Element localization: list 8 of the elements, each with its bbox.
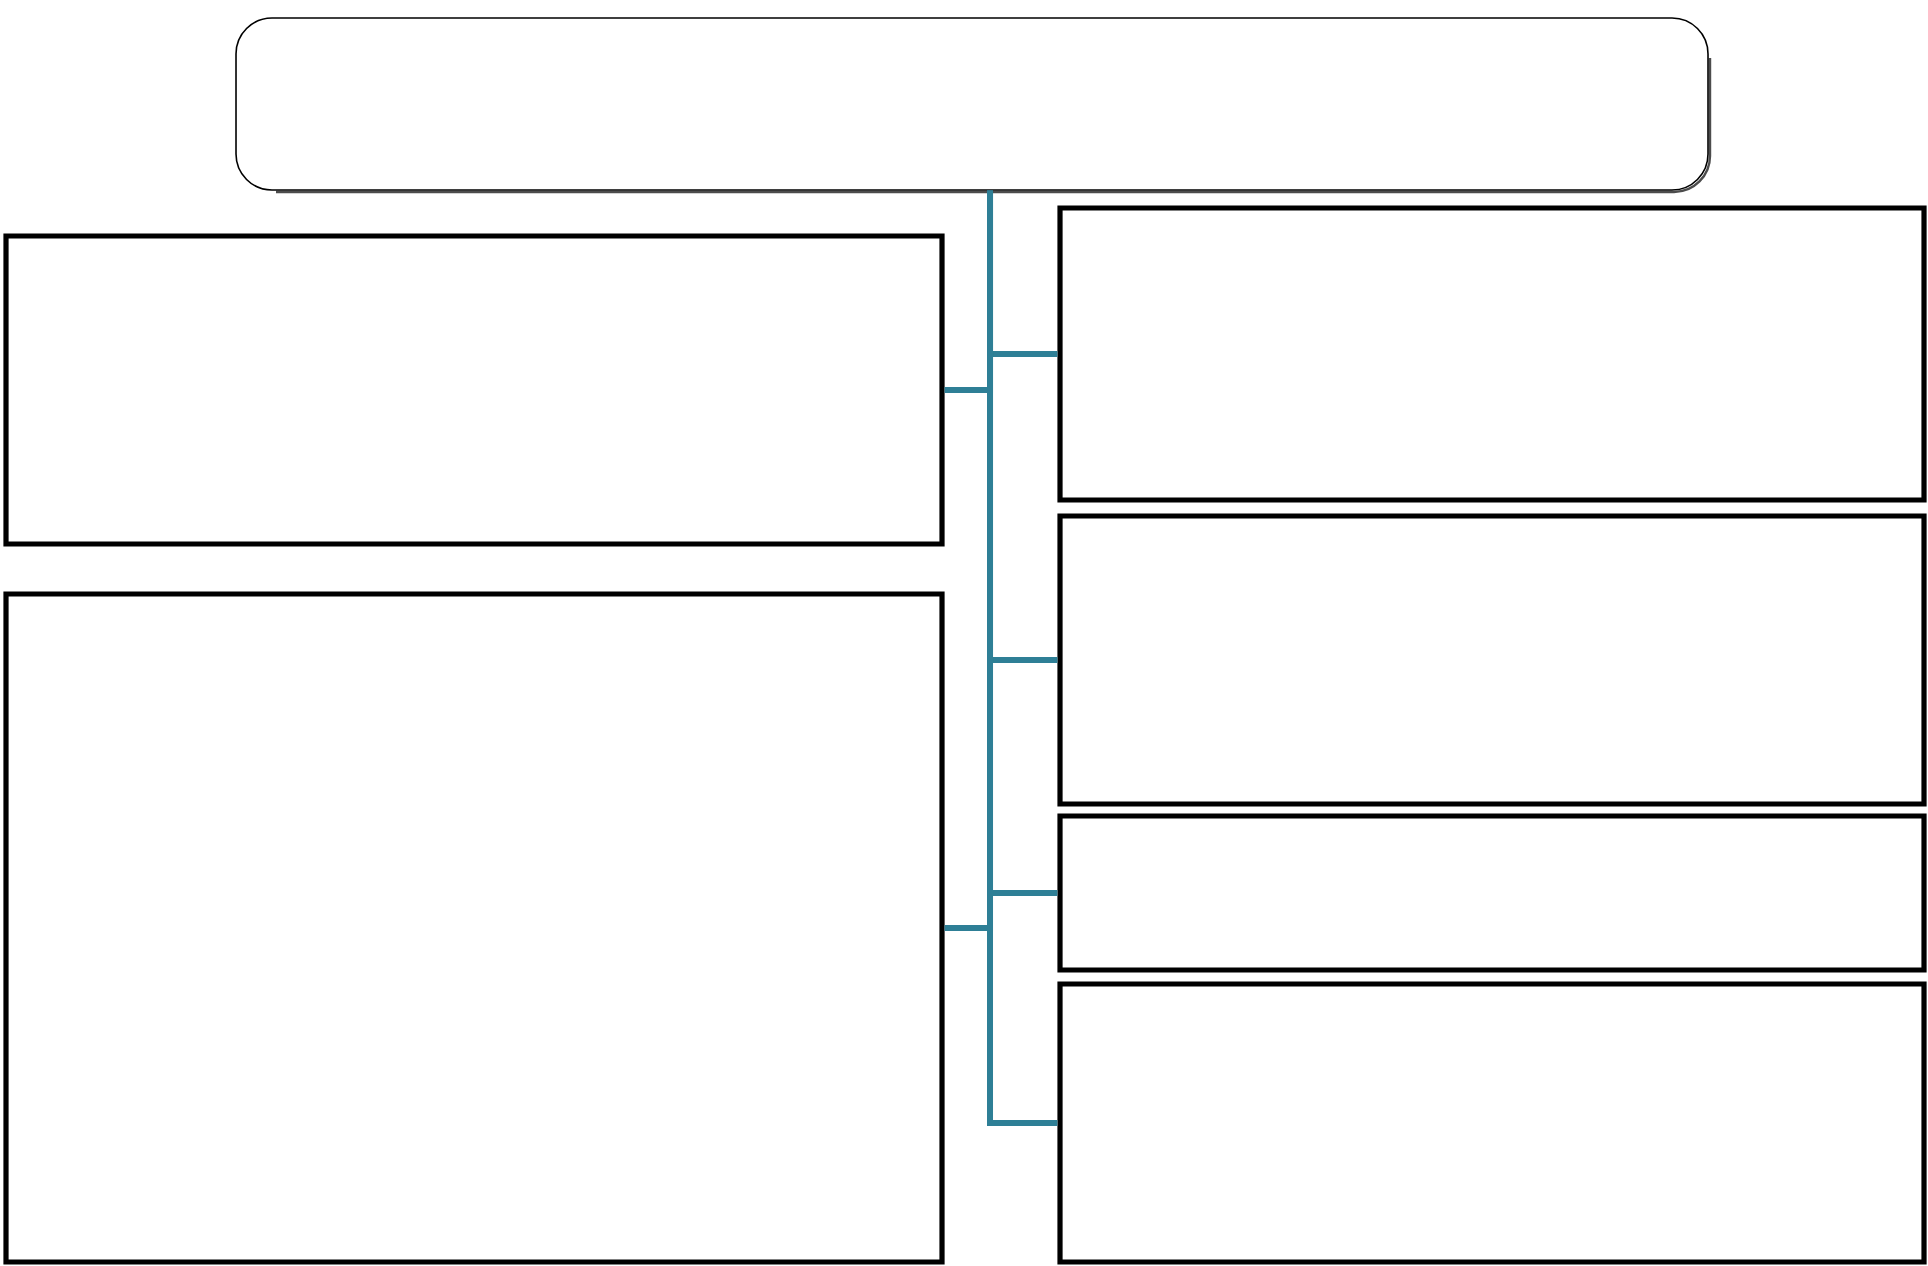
- content-box: [1057, 205, 1927, 503]
- connector-line: [987, 190, 1058, 1126]
- content-box: [3, 233, 945, 547]
- content-box: [3, 591, 945, 1265]
- title-box: [235, 17, 1712, 194]
- content-box: [1057, 513, 1927, 807]
- content-box: [1057, 981, 1927, 1265]
- content-box: [1057, 813, 1927, 973]
